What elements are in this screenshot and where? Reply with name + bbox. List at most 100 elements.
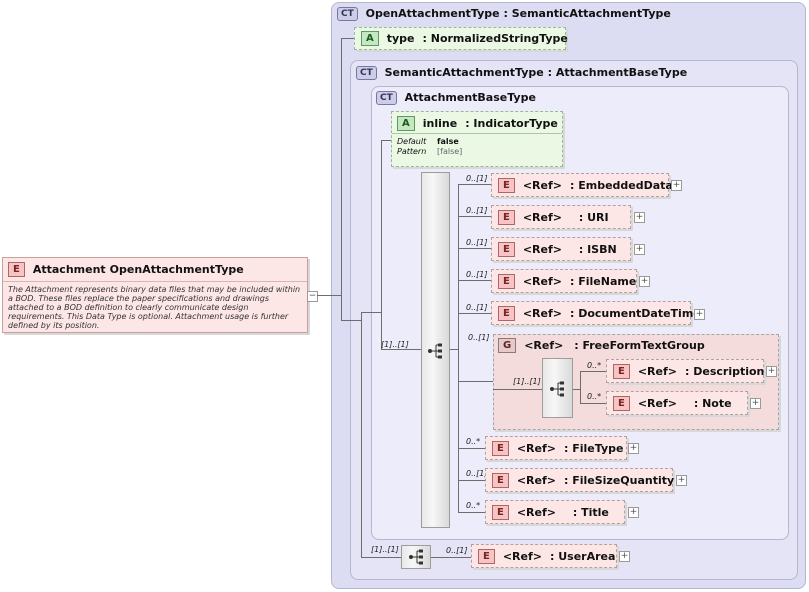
connector — [361, 557, 401, 558]
connector — [458, 381, 493, 382]
element-type: : ISBN — [578, 242, 617, 256]
expand-icon[interactable]: + — [634, 244, 645, 255]
element-type: : Description — [685, 364, 765, 378]
expand-icon[interactable]: + — [676, 475, 687, 486]
expand-icon[interactable]: + — [628, 507, 639, 518]
attribute-type-name: type — [386, 32, 415, 45]
element-uri[interactable]: E <Ref> : URI — [491, 205, 631, 229]
element-badge: E — [498, 177, 515, 193]
connector — [450, 349, 458, 350]
connector — [381, 140, 391, 141]
expand-icon[interactable]: + — [750, 398, 761, 409]
connector — [431, 557, 471, 558]
element-ref: <Ref> — [522, 274, 562, 288]
element-ref: <Ref> — [522, 178, 562, 192]
element-document-date-time[interactable]: E <Ref> : DocumentDateTime — [491, 301, 701, 325]
connector — [458, 480, 485, 481]
expand-icon[interactable]: + — [766, 366, 777, 377]
element-badge: E — [498, 305, 515, 321]
element-ref: <Ref> — [502, 549, 542, 563]
element-title[interactable]: E <Ref> : Title — [485, 500, 625, 524]
attribute-inline[interactable]: A inline : IndicatorType Default false P… — [391, 111, 563, 167]
expand-icon[interactable]: + — [634, 212, 645, 223]
group-ref: <Ref> — [524, 339, 564, 352]
element-ref: <Ref> — [522, 242, 562, 256]
connector — [361, 312, 362, 557]
group-sequence-occurrence: [1]..[1] — [513, 377, 541, 386]
element-type: : Title — [572, 505, 609, 519]
ct-outer-title: OpenAttachmentType : SemanticAttachmentT… — [365, 7, 671, 20]
connector — [317, 295, 341, 296]
element-type: : FileType — [564, 441, 624, 455]
bottom-sequence[interactable] — [401, 545, 431, 569]
element-occurrence: 0..* — [587, 392, 602, 401]
element-description[interactable]: E <Ref> : Description — [606, 359, 764, 383]
expand-icon[interactable]: + — [639, 276, 650, 287]
connector — [580, 371, 581, 403]
element-badge: E — [498, 209, 515, 225]
element-type: : URI — [578, 210, 609, 224]
element-ref: <Ref> — [522, 210, 562, 224]
connector — [580, 371, 606, 372]
element-ref: <Ref> — [516, 441, 556, 455]
attribute-type-type: : NormalizedStringType — [422, 32, 568, 45]
connector — [458, 512, 485, 513]
element-type: : DocumentDateTime — [570, 306, 701, 320]
connector — [573, 389, 580, 390]
pattern-label: Pattern — [397, 147, 427, 156]
root-element[interactable]: E Attachment OpenAttachmentType The Atta… — [2, 257, 308, 333]
element-badge: E — [8, 262, 25, 277]
attribute-type[interactable]: A type : NormalizedStringType — [354, 27, 568, 50]
group-sequence[interactable] — [542, 358, 573, 418]
connector — [458, 184, 459, 512]
connector — [458, 216, 491, 217]
collapse-toggle-icon[interactable]: − — [307, 291, 318, 302]
element-type: : EmbeddedData — [570, 178, 673, 192]
element-embedded-data[interactable]: E <Ref> : EmbeddedData — [491, 173, 673, 197]
element-note[interactable]: E <Ref> : Note — [606, 391, 748, 415]
connector — [341, 320, 361, 321]
attribute-inline-type: : IndicatorType — [465, 117, 558, 130]
element-user-area[interactable]: E <Ref> : UserArea — [471, 544, 617, 568]
connector — [381, 349, 421, 350]
root-element-name: Attachment — [32, 263, 106, 276]
element-ref: <Ref> — [516, 505, 556, 519]
element-badge: E — [613, 395, 630, 411]
attribute-inline-name: inline — [422, 117, 458, 130]
pattern-value: [false] — [437, 147, 463, 156]
element-occurrence: 0..[1] — [446, 546, 468, 555]
connector — [361, 312, 381, 313]
root-documentation: The Attachment represents binary data fi… — [8, 285, 301, 330]
element-badge: E — [492, 504, 509, 520]
element-file-type[interactable]: E <Ref> : FileType — [485, 436, 627, 460]
element-badge: E — [613, 363, 630, 379]
element-file-name[interactable]: E <Ref> : FileName — [491, 269, 637, 293]
connector — [580, 403, 606, 404]
element-badge: E — [498, 241, 515, 257]
expand-icon[interactable]: + — [694, 309, 705, 320]
element-occurrence: 0..[1] — [466, 238, 488, 247]
expand-icon[interactable]: + — [628, 443, 639, 454]
element-file-size-quantity[interactable]: E <Ref> : FileSizeQuantity — [485, 468, 674, 492]
group-type: : FreeFormTextGroup — [574, 339, 705, 352]
ct-mid-header: CT SemanticAttachmentType : AttachmentBa… — [356, 66, 687, 80]
element-type: : UserArea — [550, 549, 616, 563]
element-ref: <Ref> — [516, 473, 556, 487]
expand-icon[interactable]: + — [619, 551, 630, 562]
element-badge: E — [478, 548, 495, 564]
ct-inner-header: CT AttachmentBaseType — [376, 91, 536, 105]
connector — [458, 313, 491, 314]
connector — [458, 184, 491, 185]
element-ref: <Ref> — [637, 396, 677, 410]
sequence-occurrence: [1]..[1] — [371, 545, 399, 554]
element-badge: E — [492, 472, 509, 488]
root-element-type: OpenAttachmentType — [109, 263, 244, 276]
complex-type-icon: CT — [337, 7, 358, 21]
sequence-icon — [550, 381, 564, 397]
main-sequence[interactable] — [421, 172, 450, 528]
element-occurrence: 0..* — [466, 437, 481, 446]
expand-icon[interactable]: + — [671, 180, 682, 191]
element-isbn[interactable]: E <Ref> : ISBN — [491, 237, 631, 261]
element-occurrence: 0..[1] — [466, 270, 488, 279]
ct-mid-title: SemanticAttachmentType : AttachmentBaseT… — [384, 66, 688, 79]
